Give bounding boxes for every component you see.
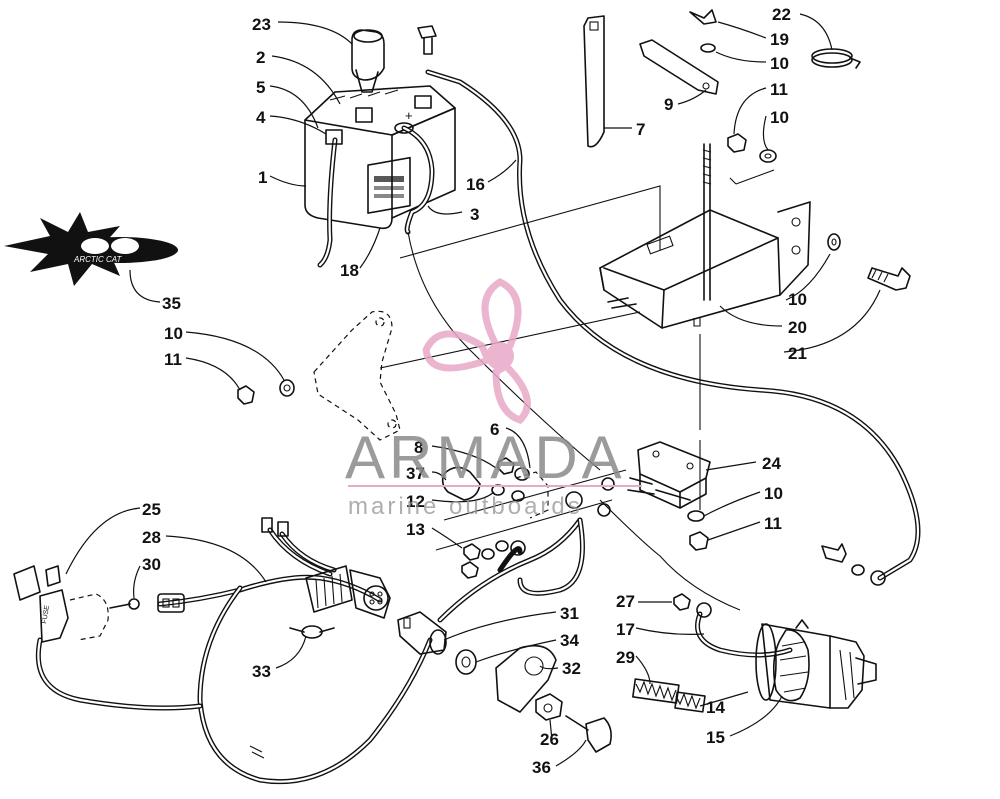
starter-solenoid — [627, 441, 711, 509]
washer-10b — [759, 149, 777, 163]
tray-bolt — [867, 267, 911, 291]
wing-nut — [689, 9, 717, 25]
callout-15: 15 — [706, 728, 725, 747]
springs-29 — [632, 678, 706, 713]
callout-25: 25 — [142, 500, 161, 519]
fuse-label: FUSE — [41, 604, 51, 624]
callout-17: 17 — [616, 620, 635, 639]
ac-logo-icon: ARCTIC CAT — [4, 212, 178, 286]
negative-cable — [401, 125, 435, 235]
callout-19: 19 — [770, 30, 789, 49]
ignition-switch — [397, 611, 447, 655]
callout-33: 33 — [252, 662, 271, 681]
callout-29: 29 — [616, 648, 635, 667]
callout-22: 22 — [772, 5, 791, 24]
callout-4: 4 — [256, 108, 266, 127]
callout-37: 37 — [406, 464, 425, 483]
bezel-nut-26 — [535, 693, 563, 721]
washer-10e — [687, 510, 705, 522]
callout-16: 16 — [466, 175, 485, 194]
callout-5: 5 — [256, 78, 265, 97]
watermark-tagline: marine outboards — [348, 493, 583, 520]
mount-bracket — [313, 310, 401, 441]
callout-10e: 10 — [764, 484, 783, 503]
tie-strap-15 — [772, 619, 810, 702]
battery-strap — [583, 15, 605, 148]
nut-27 — [673, 593, 691, 611]
leader-lines — [65, 13, 881, 767]
callout-10a: 10 — [770, 54, 789, 73]
propeller-icon — [422, 278, 531, 425]
callout-12: 12 — [406, 492, 425, 511]
callout-28: 28 — [142, 528, 161, 547]
washer-10c — [827, 233, 841, 251]
callout-32: 32 — [562, 659, 581, 678]
callout-9: 9 — [664, 95, 673, 114]
callout-10d: 10 — [164, 324, 183, 343]
ground-lead-17 — [695, 602, 793, 658]
callout-27: 27 — [616, 592, 635, 611]
spade-terminal — [261, 517, 289, 537]
callout-2: 2 — [256, 48, 265, 67]
callout-26: 26 — [540, 730, 559, 749]
starter-motor-14 — [755, 623, 877, 709]
wire-tie-clamp — [811, 48, 861, 69]
battery — [304, 85, 456, 230]
callout-3: 3 — [470, 205, 479, 224]
callout-34: 34 — [560, 631, 579, 650]
terminal-boot — [351, 29, 385, 93]
diode — [289, 625, 335, 639]
hold-down-rod — [703, 143, 711, 301]
terminal-bolt — [417, 25, 437, 55]
screw-30 — [109, 598, 140, 610]
callout-10c: 10 — [788, 290, 807, 309]
battery-label-decal — [367, 156, 411, 214]
callout-6: 6 — [490, 420, 499, 439]
callout-35: 35 — [162, 294, 181, 313]
nut-11f — [237, 385, 255, 405]
callout-30: 30 — [142, 555, 161, 574]
washer-10a — [700, 43, 716, 53]
negative-cable-route — [407, 231, 601, 471]
callout-labels: 23 2 5 4 1 16 3 18 35 22 19 10 9 7 11 10… — [142, 5, 807, 777]
battery-tray — [599, 201, 811, 329]
callout-10b: 10 — [770, 108, 789, 127]
ignition-plug — [305, 565, 391, 619]
callout-8: 8 — [414, 438, 423, 457]
boot-37 — [441, 466, 481, 501]
callout-7: 7 — [636, 120, 645, 139]
callout-36: 36 — [532, 758, 551, 777]
callout-23: 23 — [252, 15, 271, 34]
callout-11c: 11 — [764, 514, 782, 533]
switch-plate-32 — [495, 644, 557, 713]
callout-20: 20 — [788, 318, 807, 337]
logo-wordmark: ARCTIC CAT — [73, 255, 123, 264]
watermark: ARMADA marine outboards — [345, 278, 642, 520]
washer-10f — [279, 379, 295, 397]
callout-24: 24 — [762, 454, 781, 473]
callout-21: 21 — [788, 344, 807, 363]
nut-13 — [461, 540, 509, 579]
watermark-brand: ARMADA — [345, 424, 626, 491]
callout-13: 13 — [406, 520, 425, 539]
battery-plus-symbol: + — [405, 108, 413, 123]
hold-down-bracket — [639, 39, 719, 95]
callout-1: 1 — [258, 168, 267, 187]
cable-bolt — [821, 543, 865, 576]
ignition-key-36 — [565, 715, 612, 753]
callout-18: 18 — [340, 261, 359, 280]
callout-31: 31 — [560, 604, 579, 623]
switch-nut-34 — [455, 649, 477, 675]
harness-connector — [157, 593, 185, 613]
callout-11b: 11 — [164, 350, 182, 369]
wiring-harness — [35, 517, 585, 785]
fuse-holder: FUSE — [13, 565, 69, 643]
callout-14: 14 — [706, 698, 725, 717]
nut-11a — [727, 133, 747, 153]
nut-11c — [689, 531, 709, 551]
callout-11a: 11 — [770, 80, 788, 99]
